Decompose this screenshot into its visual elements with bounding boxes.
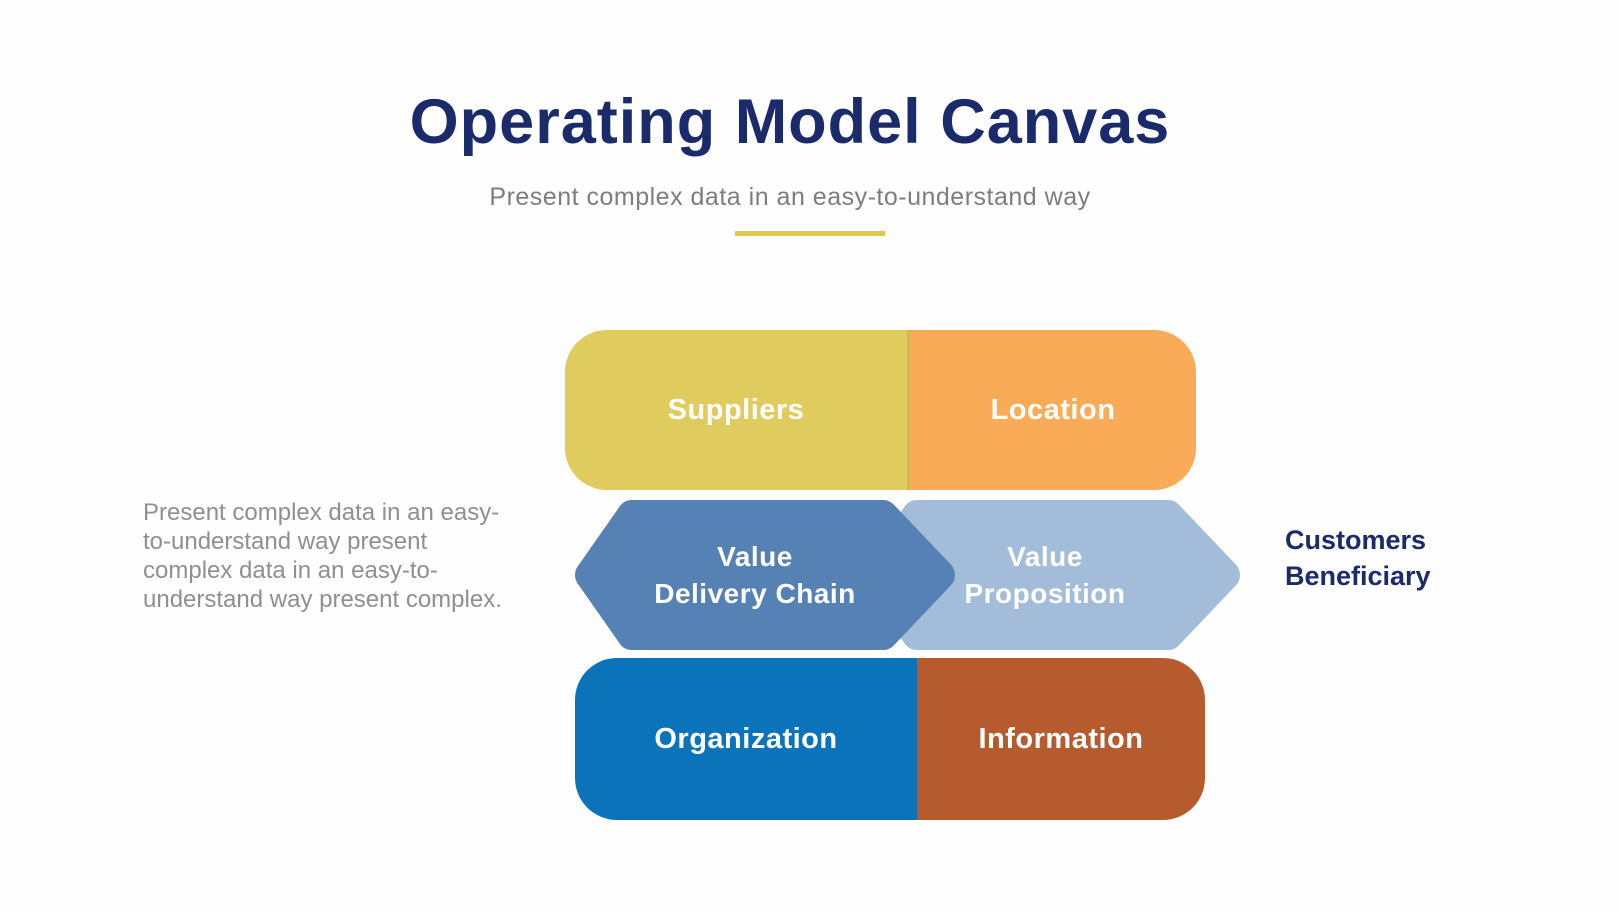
canvas-cell-location: Location bbox=[910, 330, 1196, 490]
canvas-cell-suppliers: Suppliers bbox=[565, 330, 907, 490]
page-title: Operating Model Canvas bbox=[409, 87, 1171, 157]
cell-label-organization: Organization bbox=[654, 722, 838, 755]
description-text: Present complex data in an easy- to-unde… bbox=[143, 499, 502, 613]
value-proposition-shape bbox=[860, 500, 1240, 650]
page-subtitle: Present complex data in an easy-to-under… bbox=[489, 183, 1091, 211]
canvas-row-top: Suppliers Location bbox=[565, 330, 1196, 490]
cell-label-information: Information bbox=[978, 722, 1144, 755]
canvas-cell-information: Information bbox=[917, 658, 1205, 820]
canvas-row-bottom: Organization Information bbox=[575, 658, 1205, 820]
accent-underline bbox=[735, 231, 885, 236]
canvas-row-middle-shapes bbox=[575, 500, 1240, 650]
value-delivery-chain-shape bbox=[575, 500, 955, 650]
cell-divider bbox=[907, 330, 910, 490]
side-label-customers-beneficiary: Customers Beneficiary bbox=[1285, 525, 1431, 591]
cell-label-location: Location bbox=[990, 393, 1116, 426]
canvas-cell-organization: Organization bbox=[575, 658, 917, 820]
cell-label-suppliers: Suppliers bbox=[667, 393, 805, 426]
